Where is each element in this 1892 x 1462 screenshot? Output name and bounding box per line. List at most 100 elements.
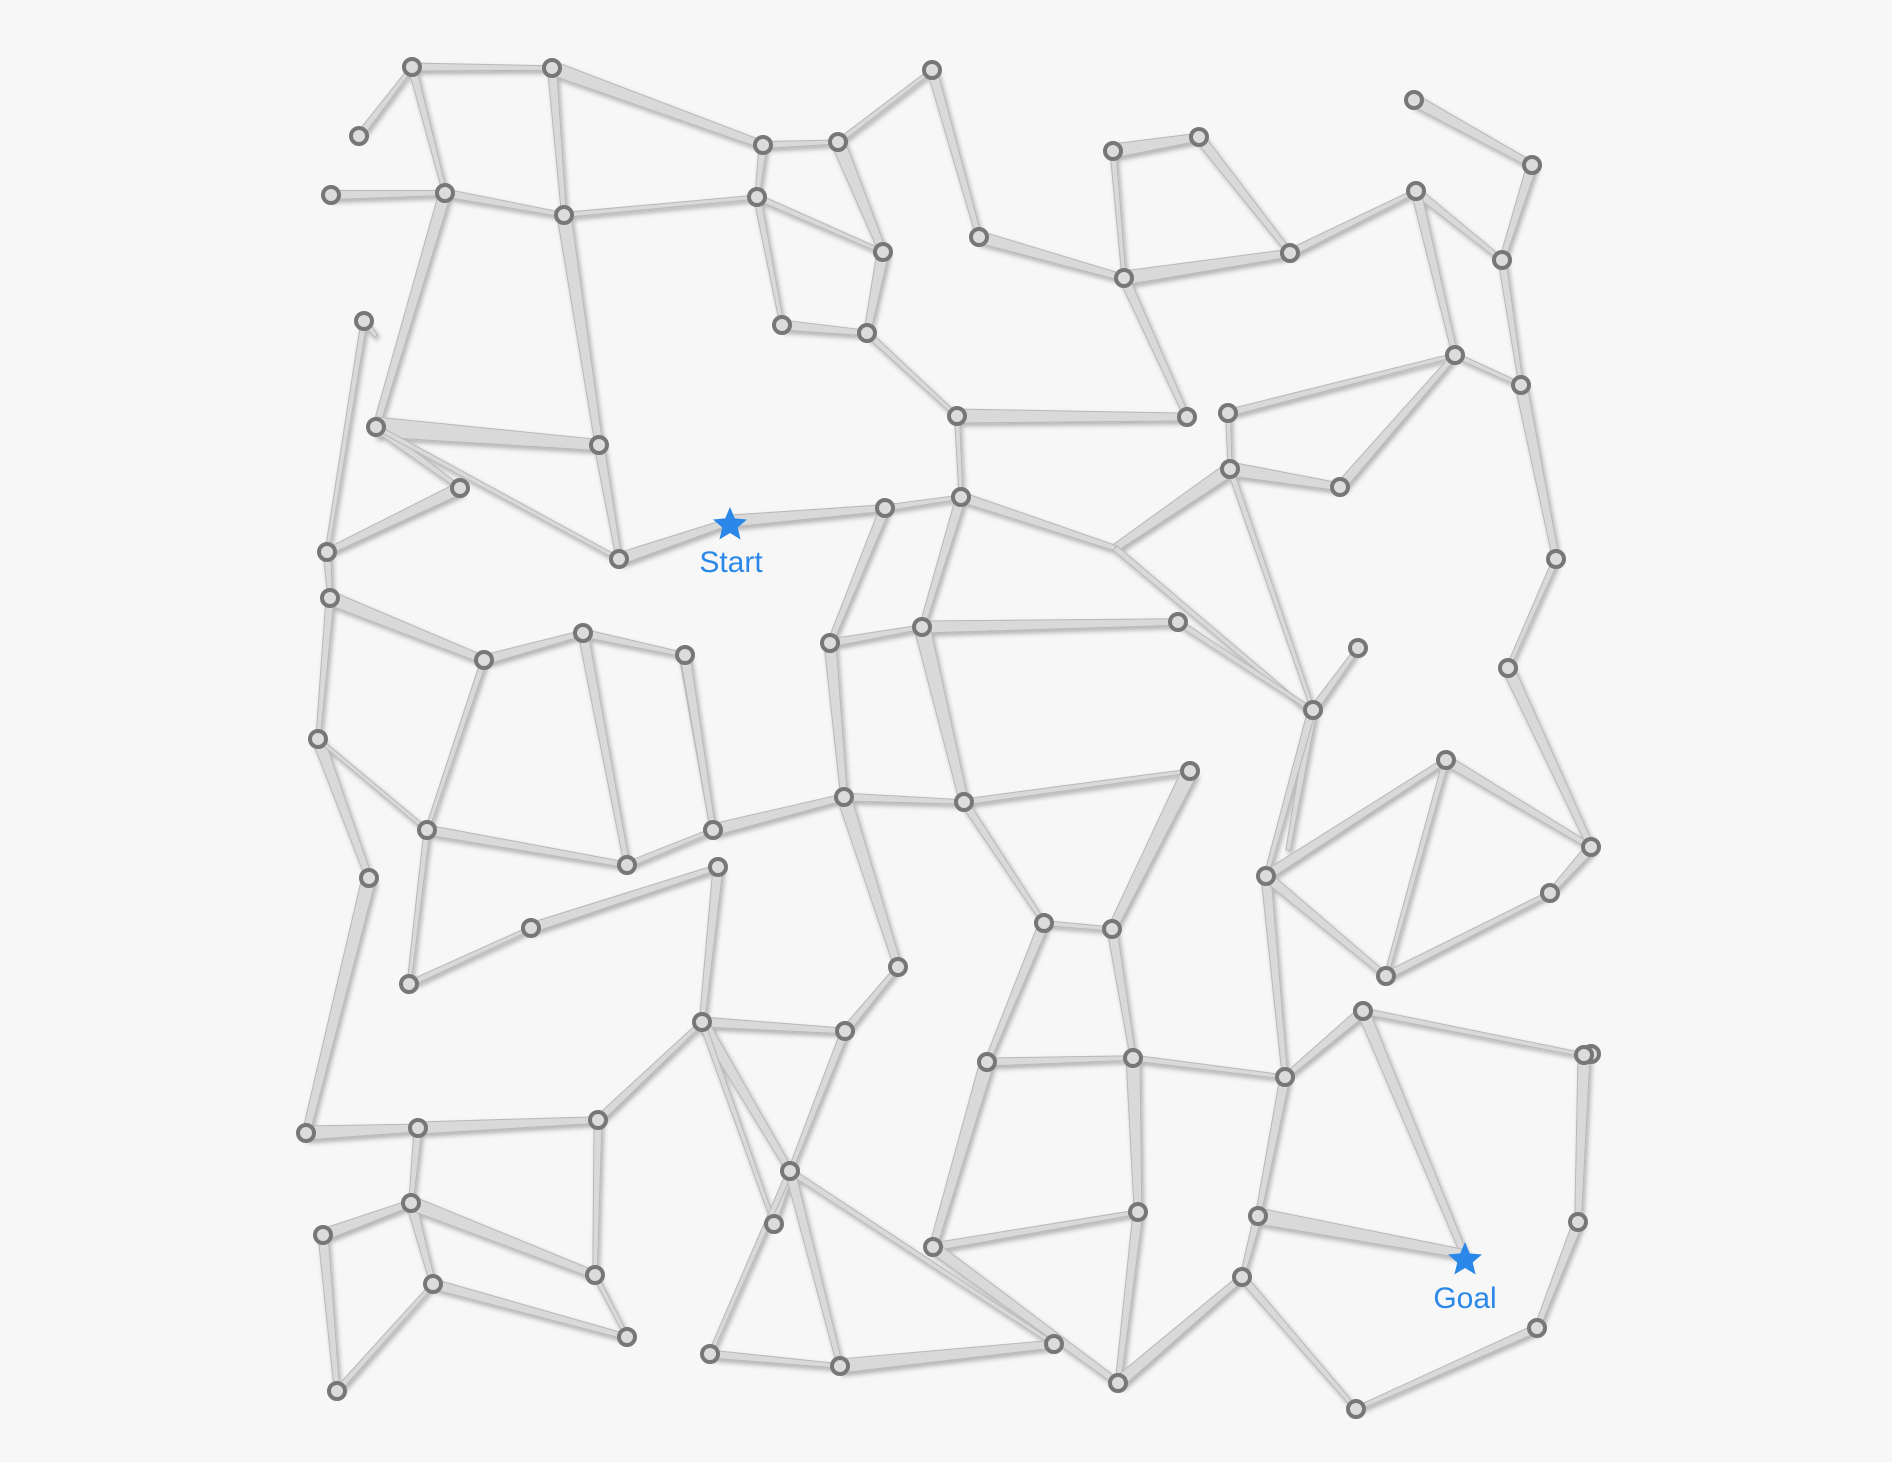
maze-junction-node[interactable] bbox=[947, 406, 967, 426]
maze-junction-node[interactable] bbox=[1168, 612, 1188, 632]
maze-junction-node[interactable] bbox=[1103, 141, 1123, 161]
maze-junction-node[interactable] bbox=[296, 1123, 316, 1143]
maze-junction-node[interactable] bbox=[1303, 700, 1323, 720]
maze-junction-node[interactable] bbox=[1232, 1267, 1252, 1287]
maze-junction-node[interactable] bbox=[1574, 1045, 1594, 1065]
maze-junction-node[interactable] bbox=[317, 542, 337, 562]
maze-junction-node[interactable] bbox=[875, 498, 895, 518]
maze-junction-node[interactable] bbox=[753, 135, 773, 155]
maze-junction-node[interactable] bbox=[450, 478, 470, 498]
maze-junction-node[interactable] bbox=[542, 58, 562, 78]
maze-junction-node[interactable] bbox=[399, 974, 419, 994]
maze-junction-node[interactable] bbox=[354, 311, 374, 331]
maze-junction-node[interactable] bbox=[1189, 127, 1209, 147]
maze-junction-node[interactable] bbox=[888, 957, 908, 977]
maze-junction-node[interactable] bbox=[708, 857, 728, 877]
maze-junction-node[interactable] bbox=[772, 315, 792, 335]
maze-junction-node[interactable] bbox=[1275, 1067, 1295, 1087]
goal-marker[interactable]: Goal bbox=[1433, 1242, 1497, 1315]
maze-junction-node[interactable] bbox=[1540, 883, 1560, 903]
maze-junction-node[interactable] bbox=[1218, 403, 1238, 423]
maze-junction-node[interactable] bbox=[1114, 268, 1134, 288]
maze-junction-node[interactable] bbox=[873, 242, 893, 262]
maze-junction-node[interactable] bbox=[977, 1052, 997, 1072]
maze-junction-node[interactable] bbox=[408, 1118, 428, 1138]
maze-junction-node[interactable] bbox=[402, 57, 422, 77]
maze-junction-node[interactable] bbox=[313, 1225, 333, 1245]
maze-junction-node[interactable] bbox=[828, 132, 848, 152]
maze-junction-node[interactable] bbox=[675, 645, 695, 665]
maze-junction-node[interactable] bbox=[1034, 913, 1054, 933]
maze-junction-node[interactable] bbox=[617, 1327, 637, 1347]
maze-junction-node[interactable] bbox=[588, 1110, 608, 1130]
maze-junction-node[interactable] bbox=[1498, 658, 1518, 678]
maze-junction-node[interactable] bbox=[554, 205, 574, 225]
maze-junction-node[interactable] bbox=[820, 633, 840, 653]
maze-junction-node[interactable] bbox=[700, 1344, 720, 1364]
maze-junction-node[interactable] bbox=[1248, 1206, 1268, 1226]
maze-junction-node[interactable] bbox=[1348, 638, 1368, 658]
maze-junction-node[interactable] bbox=[308, 729, 328, 749]
maze-junction-node[interactable] bbox=[321, 185, 341, 205]
maze-junction-node[interactable] bbox=[857, 323, 877, 343]
maze-junction-node[interactable] bbox=[923, 1237, 943, 1257]
maze-junction-node[interactable] bbox=[1353, 1001, 1373, 1021]
maze-junction-node[interactable] bbox=[1404, 90, 1424, 110]
maze-junction-node[interactable] bbox=[366, 417, 386, 437]
maze-junction-node[interactable] bbox=[474, 650, 494, 670]
maze-junction-node[interactable] bbox=[1511, 375, 1531, 395]
maze-junction-node[interactable] bbox=[834, 787, 854, 807]
maze-junction-node[interactable] bbox=[589, 435, 609, 455]
maze-junction-node[interactable] bbox=[1102, 919, 1122, 939]
maze-junction-node[interactable] bbox=[1445, 345, 1465, 365]
maze-junction-node[interactable] bbox=[1177, 407, 1197, 427]
maze-junction-node[interactable] bbox=[1436, 750, 1456, 770]
maze-junction-node[interactable] bbox=[1522, 155, 1542, 175]
maze-junction-node[interactable] bbox=[1180, 761, 1200, 781]
maze-junction-node[interactable] bbox=[1568, 1212, 1588, 1232]
maze-junction-node[interactable] bbox=[1280, 243, 1300, 263]
maze-junction-node[interactable] bbox=[969, 227, 989, 247]
maze-junction-node[interactable] bbox=[609, 549, 629, 569]
maze-junction-node[interactable] bbox=[951, 487, 971, 507]
maze-junction-node[interactable] bbox=[401, 1193, 421, 1213]
maze-junction-node[interactable] bbox=[1256, 866, 1276, 886]
maze-junction-node[interactable] bbox=[435, 183, 455, 203]
maze-junction-node[interactable] bbox=[617, 855, 637, 875]
maze-junction-node[interactable] bbox=[1581, 837, 1601, 857]
maze-junction-node[interactable] bbox=[1128, 1202, 1148, 1222]
maze-junction-node[interactable] bbox=[320, 588, 340, 608]
maze-junction-node[interactable] bbox=[954, 792, 974, 812]
maze-junction-node[interactable] bbox=[359, 868, 379, 888]
maze-junction-node[interactable] bbox=[830, 1356, 850, 1376]
maze-junction-node[interactable] bbox=[1220, 459, 1240, 479]
maze-junction-node[interactable] bbox=[912, 617, 932, 637]
maze-junction-node[interactable] bbox=[1406, 181, 1426, 201]
maze-junction-node[interactable] bbox=[1346, 1399, 1366, 1419]
maze-junction-node[interactable] bbox=[521, 918, 541, 938]
maze-junction-node[interactable] bbox=[1376, 966, 1396, 986]
maze-junction-node[interactable] bbox=[417, 820, 437, 840]
maze-junction-node[interactable] bbox=[1123, 1048, 1143, 1068]
maze-junction-node[interactable] bbox=[585, 1265, 605, 1285]
maze-junction-node[interactable] bbox=[835, 1021, 855, 1041]
maze-junction-node[interactable] bbox=[1527, 1318, 1547, 1338]
maze-junction-node[interactable] bbox=[327, 1381, 347, 1401]
maze-junction-node[interactable] bbox=[764, 1214, 784, 1234]
start-marker[interactable]: Start bbox=[699, 507, 763, 579]
maze-junction-node[interactable] bbox=[692, 1012, 712, 1032]
maze-junction-node[interactable] bbox=[1546, 549, 1566, 569]
maze-junctions bbox=[296, 57, 1601, 1419]
maze-junction-node[interactable] bbox=[780, 1161, 800, 1181]
maze-junction-node[interactable] bbox=[1108, 1373, 1128, 1393]
maze-junction-node[interactable] bbox=[349, 126, 369, 146]
maze-junction-node[interactable] bbox=[423, 1274, 443, 1294]
maze-junction-node[interactable] bbox=[703, 820, 723, 840]
maze-junction-node[interactable] bbox=[922, 60, 942, 80]
maze-junction-node[interactable] bbox=[1492, 250, 1512, 270]
maze-junction-node[interactable] bbox=[1330, 477, 1350, 497]
maze-junction-node[interactable] bbox=[573, 623, 593, 643]
maze-junction-node[interactable] bbox=[747, 187, 767, 207]
maze-junction-node[interactable] bbox=[1044, 1334, 1064, 1354]
